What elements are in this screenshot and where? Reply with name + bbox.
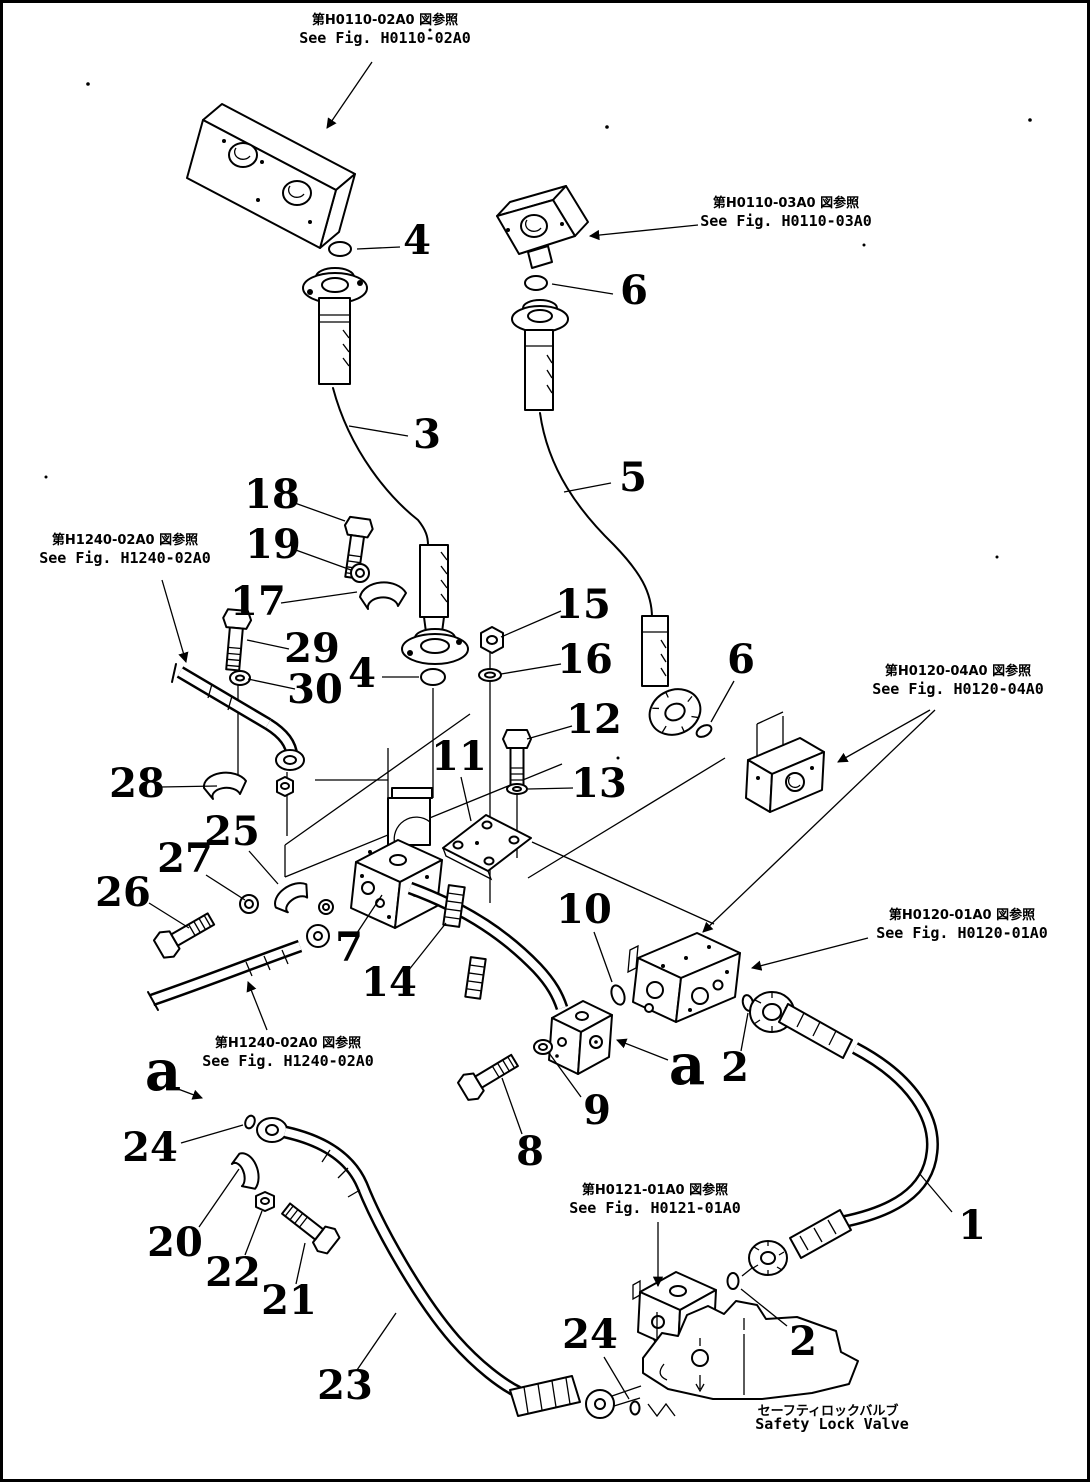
callout-29-7: 29 [284,625,340,672]
valve-block-h0120-01a0 [627,932,741,1023]
o-ring-24-bottom [629,1400,641,1416]
callout-19-5: 19 [245,521,301,568]
hose-23-end-fitting [509,1375,615,1419]
cube-valve-a [548,1000,613,1075]
callout-30-8: 30 [287,666,343,713]
nut-under-elbow [276,776,294,797]
callout-17-6: 17 [230,578,286,625]
bolt-21 [276,1196,343,1258]
callout-10-22: 10 [556,886,612,933]
elbow-bracket [387,787,433,846]
callout-2-24: 2 [721,1044,749,1091]
clamp-28 [202,771,247,800]
callout-6-1: 6 [620,267,648,314]
safety-lock-valve-label-jp: セーフティロックバルブ [757,1404,899,1419]
scan-specks [44,28,1032,760]
hose-nipple-14a [442,884,466,928]
hose-23 [283,1125,522,1398]
clamp-25 [274,882,309,914]
callout-24-33: 24 [562,1311,618,1358]
callout-16-11: 16 [557,636,613,683]
callout-7-19: 7 [335,924,363,971]
callout-27-17: 27 [157,835,213,882]
callout-11-20: 11 [431,733,487,780]
plate-11 [442,814,532,881]
callout-15-10: 15 [555,581,611,628]
flange-tube-5 [511,299,653,619]
o-ring-6-top [524,275,548,291]
o-ring-24-left [244,1114,256,1130]
o-ring-2-bottom [726,1272,740,1290]
callout-13-13: 13 [571,760,627,807]
callout-18-4: 18 [244,471,300,518]
callout-6-14: 6 [727,636,755,683]
callout-22-30: 22 [205,1249,261,1296]
o-ring-4-top [328,241,352,257]
flange-tube-3 [302,267,429,546]
valve-block-7 [350,839,443,929]
callout-8-26: 8 [516,1128,544,1175]
callout-1-35: 1 [958,1202,986,1249]
callout-12-12: 12 [566,696,622,743]
callout-4-9: 4 [348,650,376,697]
safety-lock-valve-body [611,1300,859,1418]
nut-22 [255,1191,275,1212]
callout-3-2: 3 [413,411,441,458]
callout-20-29: 20 [147,1219,203,1266]
callout-26-18: 26 [95,869,151,916]
hose-1 [840,1042,939,1229]
callout-28-15: 28 [109,760,165,807]
callout-5-3: 5 [619,454,647,501]
block-h0120-04a0 [745,711,825,813]
callout-4-0: 4 [403,217,431,264]
o-ring-4-mid [420,668,446,686]
bolt-8 [454,1047,523,1105]
clamp-17 [359,581,407,610]
banjo-fitting-lower-left [256,1117,288,1143]
hose-1-end-fitting [741,1209,852,1277]
bolt-26 [150,905,219,963]
nut-15 [480,626,504,654]
callout-2-34: 2 [789,1318,817,1365]
left-tube-h1240 [171,663,305,771]
leader-lines [148,246,953,1400]
callout-23-32: 23 [317,1362,373,1409]
hose-nipple-14b [464,956,487,1000]
callout-a-23: a [668,1032,706,1099]
o-ring-10 [610,984,626,1006]
callout-24-28: 24 [122,1124,178,1171]
callout-25-16: 25 [204,808,260,855]
annotation-arrows [161,61,936,1288]
center-tube-assembly [401,544,469,665]
bolt-12 [502,729,532,791]
callout-21-31: 21 [261,1277,317,1324]
callout-14-21: 14 [361,959,417,1006]
hose-h1240-lower [147,924,330,1011]
callout-9-25: 9 [583,1087,611,1134]
callout-a-27: a [144,1038,182,1105]
block-h0110-03a0 [496,185,589,269]
manifold-block-h0110-02a0 [186,103,356,249]
clamp-20 [230,1152,260,1190]
flange-fitting-right [749,991,853,1059]
safety-lock-valve-label-en: Safety Lock Valve [755,1415,909,1433]
hose-5-end-fitting [641,615,702,736]
o-ring-6-mid [695,724,713,738]
